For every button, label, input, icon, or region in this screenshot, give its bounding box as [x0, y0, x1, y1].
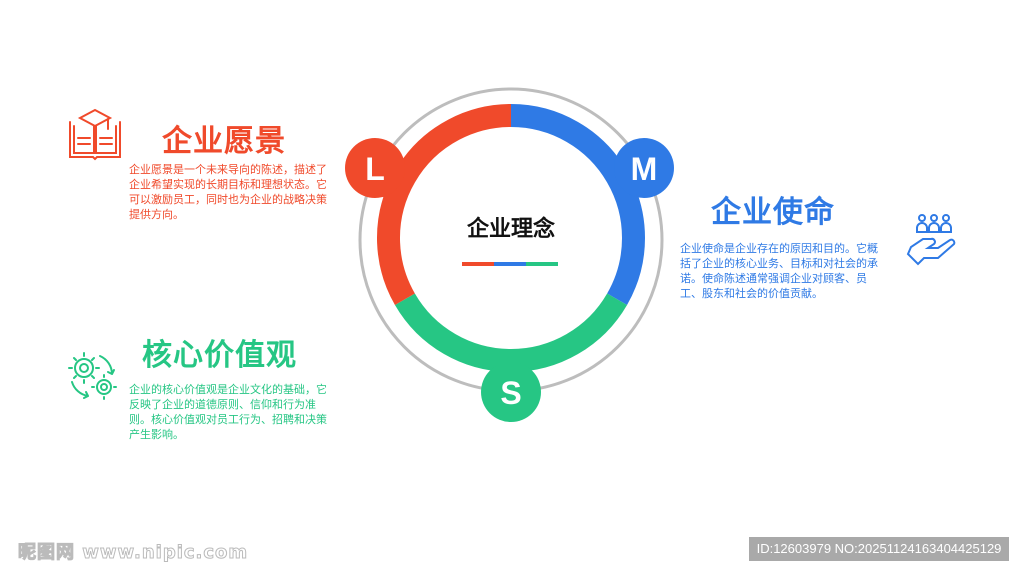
vision-title: 企业愿景 [162, 124, 286, 159]
segment-mission [510, 104, 645, 305]
gears-cycle-icon [68, 352, 117, 400]
badge-s: S [481, 362, 541, 422]
vision-text: 企业愿景是一个未来导向的陈述，描述了企业希望实现的长期目标和理想状态。它可以激励… [129, 163, 327, 221]
badge-l: L [345, 138, 405, 198]
book-graduation-cap-icon [69, 108, 121, 161]
segment-values [394, 293, 628, 372]
badge-l-letter: L [365, 151, 385, 187]
badge-s-letter: S [500, 375, 521, 411]
mission-title: 企业使命 [711, 195, 835, 230]
values-text: 企业的核心价值观是企业文化的基础，它反映了企业的道德原则、信仰和行为准则。核心价… [129, 383, 327, 441]
watermark-site: 昵图网 www.nipic.com [17, 542, 249, 564]
hand-people-icon [906, 214, 956, 266]
badge-m: M [614, 138, 674, 198]
segment-vision [377, 104, 512, 305]
watermark-id: ID:12603979 NO:20251124163404425129 [749, 537, 1009, 561]
values-title: 核心价值观 [142, 338, 297, 373]
badge-m-letter: M [631, 151, 658, 187]
center-title: 企业理念 [466, 216, 555, 242]
mission-text: 企业使命是企业存在的原因和目的。它概括了企业的核心业务、目标和对社会的承诺。使命… [680, 242, 878, 300]
